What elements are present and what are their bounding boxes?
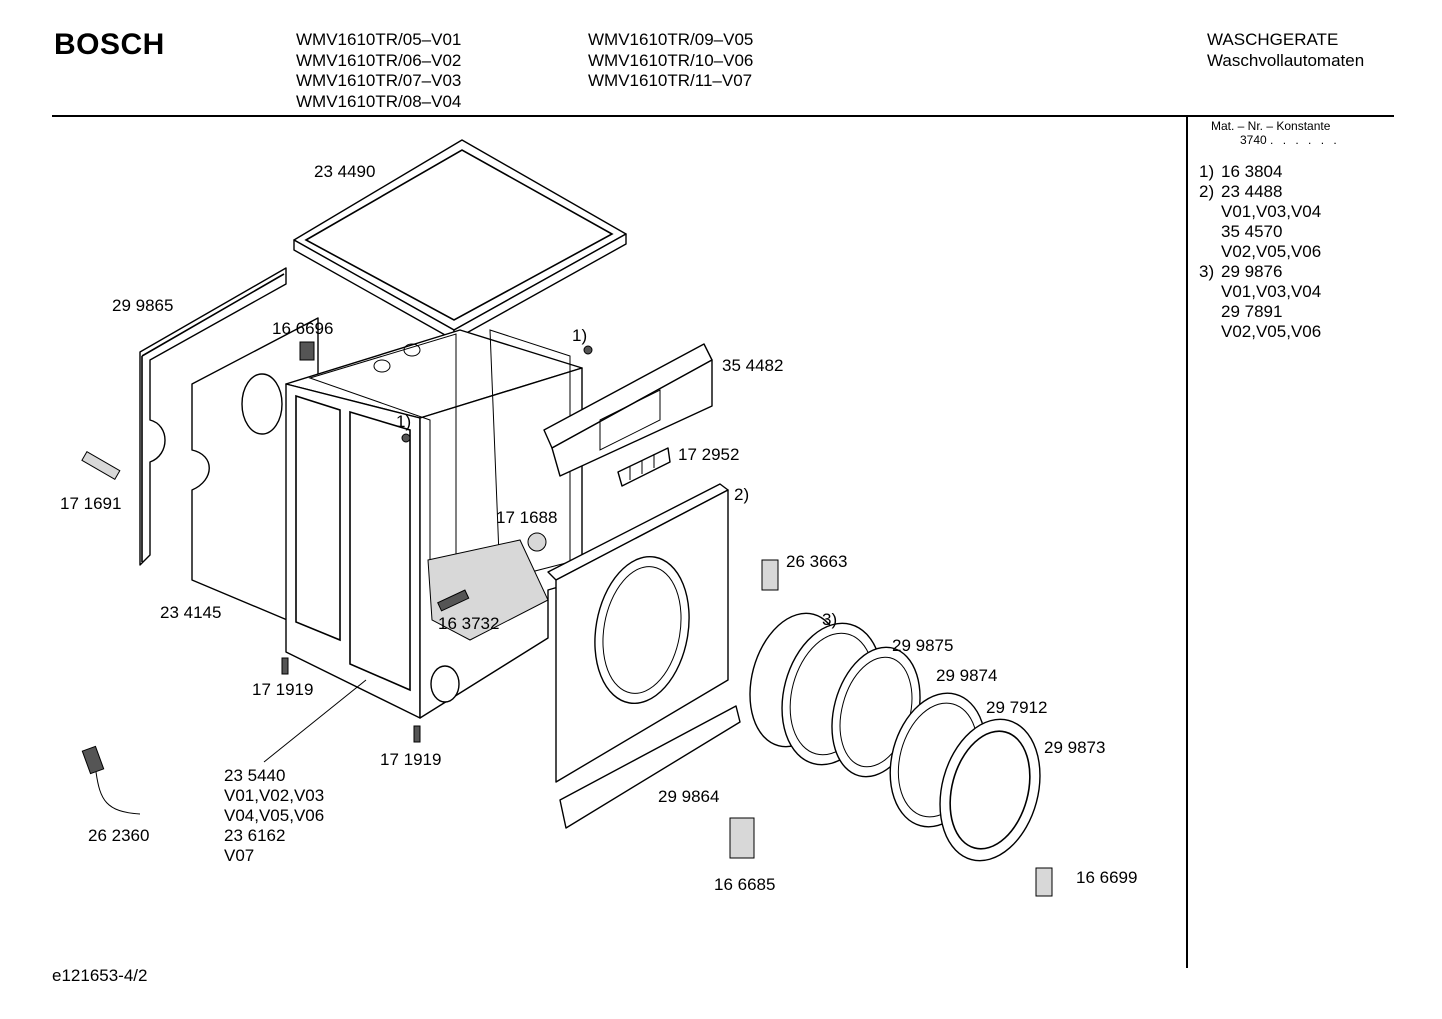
part-label-299875: 29 9875 <box>892 636 954 655</box>
cabinet-drawing <box>285 329 583 719</box>
hose-part-171691-drawing <box>81 450 121 481</box>
note-1: 1) 16 3804 <box>1199 162 1321 182</box>
kickplate-drawing <box>559 705 741 829</box>
brand-logo: BOSCH <box>54 28 165 61</box>
clip-163732-drawing <box>437 589 470 612</box>
document-code: e121653-4/2 <box>52 966 148 985</box>
note-2: 2) 23 4488 V01,V03,V04 35 4570 V02,V05,V… <box>1199 182 1321 262</box>
material-label: Mat. – Nr. – Konstante <box>1211 119 1331 133</box>
material-dots: . . . . . . <box>1270 133 1340 147</box>
part-label-234145: 23 4145 <box>160 603 222 622</box>
part-label-299864: 29 9864 <box>658 787 720 806</box>
reference-notes: 1) 16 3804 2) 23 4488 V01,V03,V04 35 457… <box>1199 162 1321 342</box>
note-3: 3) 29 9876 V01,V03,V04 29 7891 V02,V05,V… <box>1199 262 1321 342</box>
part-label-235440: 23 5440 V01,V02,V03 V04,V05,V06 23 6162 … <box>224 766 324 866</box>
nut-icon <box>583 345 593 355</box>
note-line: 29 7891 <box>1221 302 1283 321</box>
part-label-299874: 29 9874 <box>936 666 998 685</box>
door-lock-drawing <box>729 817 755 859</box>
model-list-2: WMV1610TR/09–V05 WMV1610TR/10–V06 WMV161… <box>588 30 753 92</box>
part-label-299873: 29 9873 <box>1044 738 1106 757</box>
model-number: WMV1610TR/07–V03 <box>296 71 462 90</box>
note-line: V02,V05,V06 <box>1221 242 1322 261</box>
part-label-262360: 26 2360 <box>88 826 150 845</box>
part-label-163732: 16 3732 <box>438 614 500 633</box>
ref-label-1: 1) <box>572 326 588 345</box>
knob-171688-drawing <box>527 532 547 552</box>
part-label-line: 23 5440 <box>224 766 286 785</box>
note-number: 3) <box>1199 262 1215 281</box>
material-value: 3740 <box>1240 133 1267 147</box>
hinge-263663-drawing <box>761 559 779 591</box>
part-label-297912: 29 7912 <box>986 698 1048 717</box>
ref-label-3: 3) <box>822 610 838 629</box>
part-label-line: V07 <box>224 846 255 865</box>
ref-label-1: 1) <box>396 412 412 431</box>
material-number-block: Mat. – Nr. – Konstante 3740 . . . . . . <box>1211 119 1340 147</box>
handle-166699-drawing <box>1035 867 1053 897</box>
note-number: 1) <box>1199 162 1215 181</box>
control-bracket-drawing <box>543 343 713 477</box>
model-number: WMV1610TR/08–V04 <box>296 91 462 111</box>
bracket-166696-drawing <box>299 341 315 361</box>
rear-gasket-drawing <box>139 267 287 566</box>
part-label-171688: 17 1688 <box>496 508 558 527</box>
rear-gasket-inner <box>141 273 285 562</box>
part-label-234490: 23 4490 <box>314 162 376 181</box>
part-label-171691: 17 1691 <box>60 494 122 513</box>
material-value-row: 3740 . . . . . . <box>1211 133 1340 147</box>
part-label-299865: 29 9865 <box>112 296 174 315</box>
front-panel-drawing <box>547 483 729 783</box>
door-rings-drawing <box>749 612 1041 862</box>
note-line: V01,V03,V04 <box>1221 282 1322 301</box>
model-number: WMV1610TR/06–V02 <box>296 50 462 70</box>
note-line: 35 4570 <box>1221 222 1283 241</box>
ref-label-2: 2) <box>734 485 750 504</box>
part-label-171919: 17 1919 <box>252 680 314 699</box>
category-title: WASCHGERATE <box>1207 30 1339 49</box>
part-label-171919: 17 1919 <box>380 750 442 769</box>
model-number: WMV1610TR/11–V07 <box>588 71 753 90</box>
nut-icon <box>401 433 411 443</box>
display-module-drawing <box>617 447 671 487</box>
part-label-263663: 26 3663 <box>786 552 848 571</box>
part-label-line: 23 6162 <box>224 826 286 845</box>
note-line: V01,V03,V04 <box>1221 202 1322 221</box>
model-list-1: WMV1610TR/05–V01 WMV1610TR/06–V02 WMV161… <box>296 30 461 112</box>
power-cord-drawing <box>81 745 141 815</box>
part-label-line: V04,V05,V06 <box>224 806 325 825</box>
part-label-166685: 16 6685 <box>714 875 776 894</box>
part-label-354482: 35 4482 <box>722 356 784 375</box>
header-divider <box>52 115 1394 117</box>
note-line: 23 4488 <box>1221 182 1283 201</box>
model-number: WMV1610TR/09–V05 <box>588 30 754 49</box>
part-label-line: V01,V02,V03 <box>224 786 325 805</box>
model-number: WMV1610TR/10–V06 <box>588 50 754 70</box>
sidebar-divider <box>1186 116 1188 968</box>
screw-icon <box>281 657 289 675</box>
note-line: 29 9876 <box>1221 262 1283 281</box>
leader-line <box>263 679 367 763</box>
part-label-166696: 16 6696 <box>272 319 334 338</box>
category-subtitle: Waschvollautomaten <box>1207 50 1365 70</box>
note-number: 2) <box>1199 182 1215 201</box>
category-block: WASCHGERATE Waschvollautomaten <box>1207 30 1364 71</box>
part-label-172952: 17 2952 <box>678 445 740 464</box>
note-line: 16 3804 <box>1221 162 1283 181</box>
screw-icon <box>413 725 421 743</box>
model-number: WMV1610TR/05–V01 <box>296 30 462 49</box>
note-line: V02,V05,V06 <box>1221 322 1322 341</box>
part-label-166699: 16 6699 <box>1076 868 1138 887</box>
